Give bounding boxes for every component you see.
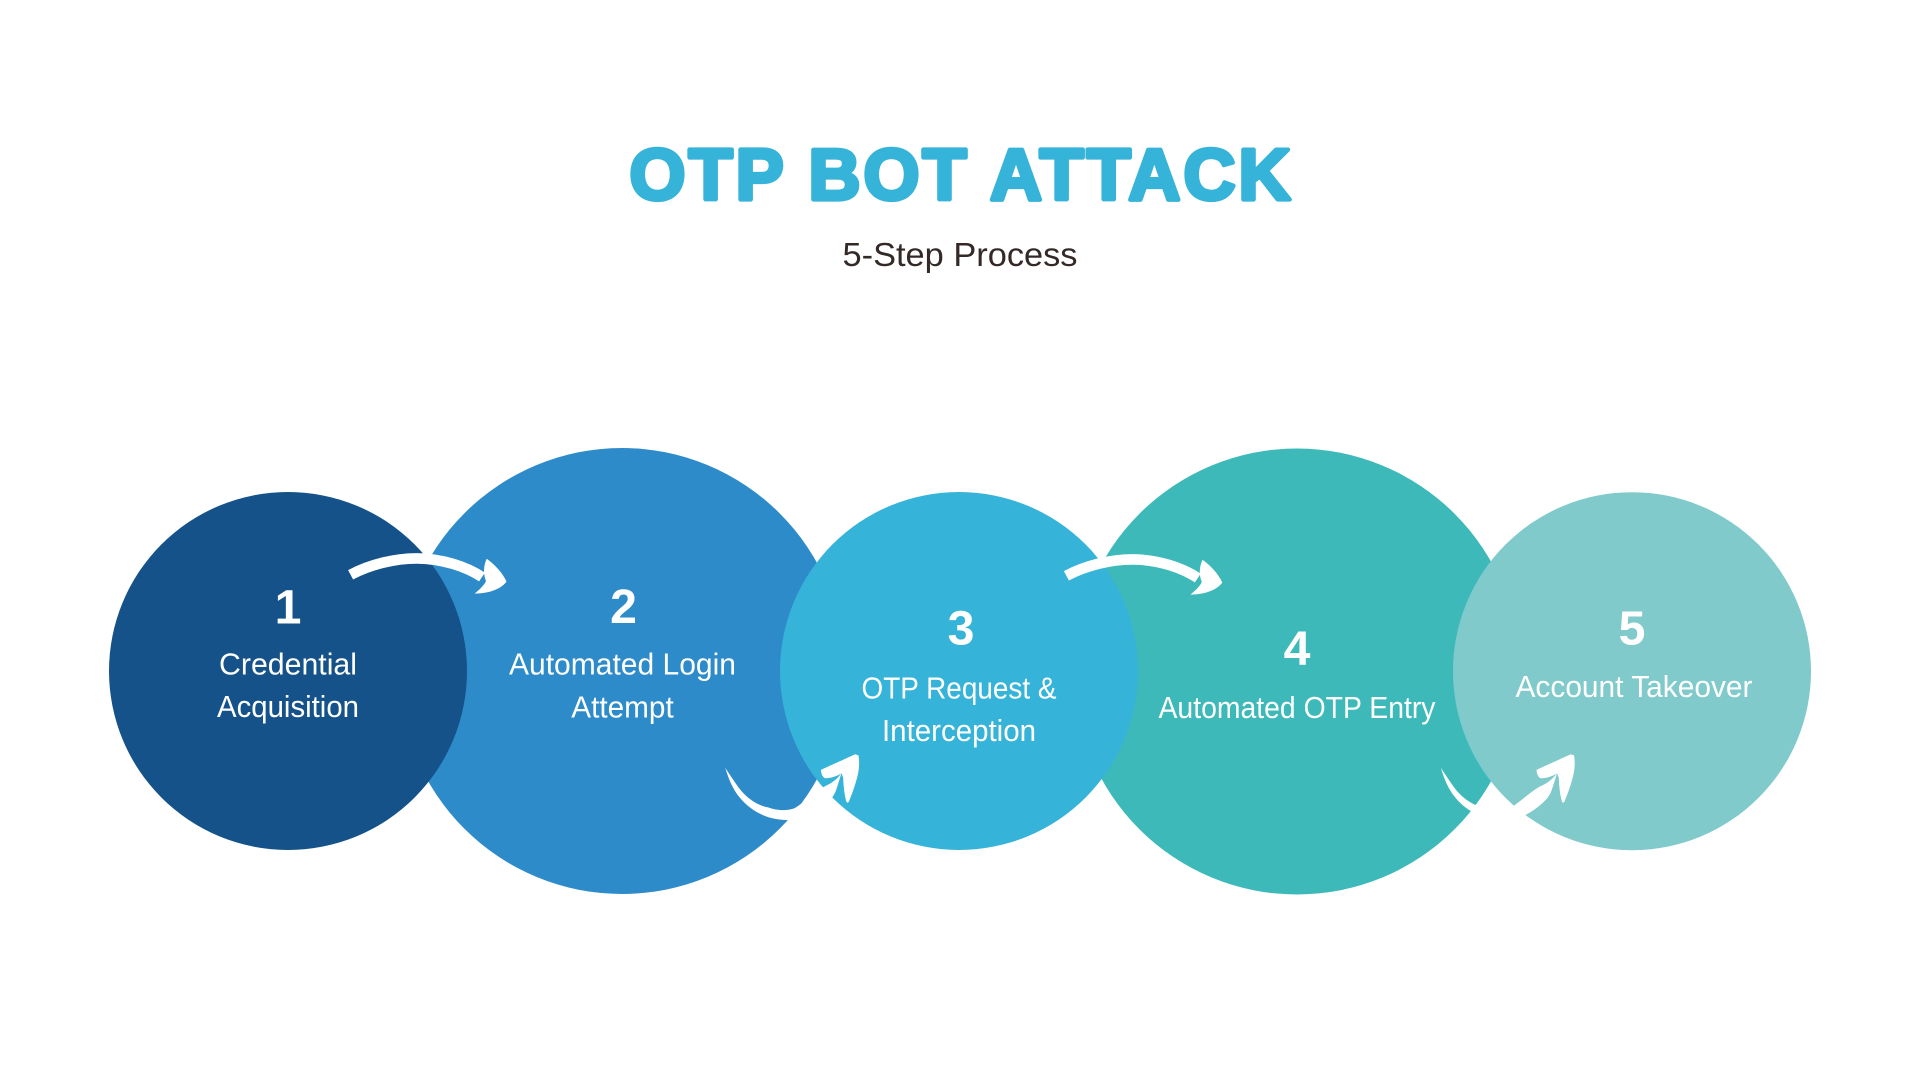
svg-text:Automated Login: Automated Login: [509, 647, 736, 682]
svg-text:Account Takeover: Account Takeover: [1516, 669, 1753, 704]
svg-text:Acquisition: Acquisition: [217, 689, 359, 724]
svg-text:OTP BOT ATTACK: OTP BOT ATTACK: [630, 136, 1291, 216]
svg-text:Automated OTP Entry: Automated OTP Entry: [1159, 690, 1436, 725]
svg-text:Interception: Interception: [882, 713, 1036, 748]
svg-text:2: 2: [610, 580, 637, 634]
svg-text:Attempt: Attempt: [571, 689, 674, 724]
svg-text:5: 5: [1619, 601, 1646, 655]
svg-text:1: 1: [275, 581, 302, 635]
svg-text:Credential: Credential: [219, 647, 357, 682]
svg-text:OTP Request &: OTP Request &: [862, 671, 1057, 706]
svg-text:3: 3: [948, 601, 975, 655]
svg-text:5-Step Process: 5-Step Process: [843, 236, 1078, 273]
svg-text:4: 4: [1284, 622, 1311, 676]
